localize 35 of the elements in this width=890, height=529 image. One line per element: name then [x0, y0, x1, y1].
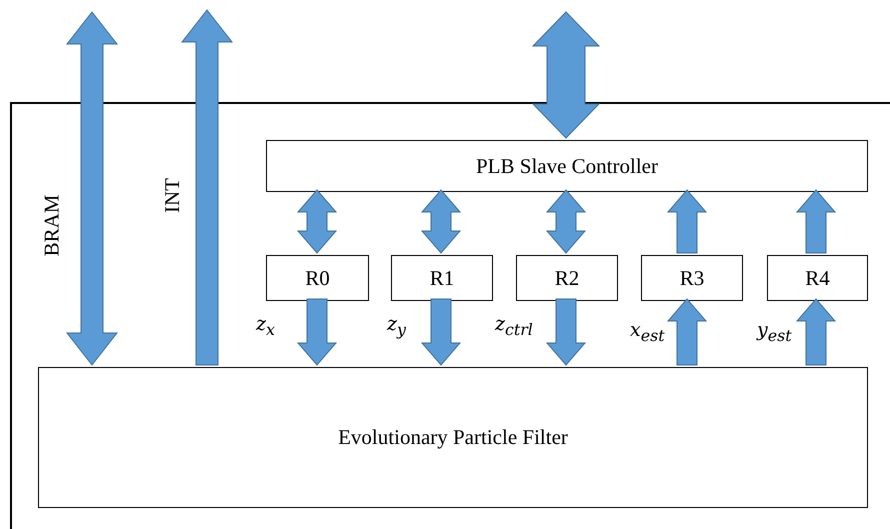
double-block-arrow	[420, 189, 462, 254]
register-box	[767, 255, 868, 301]
filter-block	[38, 367, 868, 508]
block-label: R1	[430, 266, 454, 290]
register-box	[641, 255, 743, 301]
double-block-arrow	[546, 189, 586, 254]
block-arrow	[796, 189, 836, 254]
block-label: R0	[305, 266, 330, 290]
double-block-arrow	[296, 189, 338, 254]
block-label: R3	[680, 266, 704, 290]
register-box	[266, 255, 369, 301]
block-arrow	[296, 298, 338, 366]
edge-label: INT	[160, 178, 184, 212]
block-arrow	[666, 298, 708, 366]
block-arrow	[420, 298, 462, 366]
edge-label: z$_{ctrl}$	[495, 313, 533, 339]
edge-label: BRAM	[39, 194, 64, 256]
block-label: R4	[805, 266, 830, 290]
block-arrow	[796, 298, 836, 366]
register-box	[516, 255, 618, 301]
register-box	[391, 255, 493, 301]
edge-label: y$_{est}$	[757, 319, 792, 345]
block-arrow	[180, 9, 234, 366]
controller-block	[266, 140, 868, 192]
block-label: Evolutionary Particle Filter	[338, 425, 568, 450]
edge-label: x$_{est}$	[630, 319, 665, 345]
double-block-arrow	[66, 11, 118, 366]
edge-label: z$_{x}$	[256, 313, 275, 339]
double-block-arrow	[532, 11, 600, 139]
block-arrow	[546, 298, 586, 366]
block-arrow	[666, 189, 708, 254]
edge-label: z$_{y}$	[387, 313, 406, 339]
system-boundary-box	[10, 102, 890, 529]
block-label: R2	[554, 266, 580, 290]
block-label: PLB Slave Controller	[476, 154, 658, 178]
